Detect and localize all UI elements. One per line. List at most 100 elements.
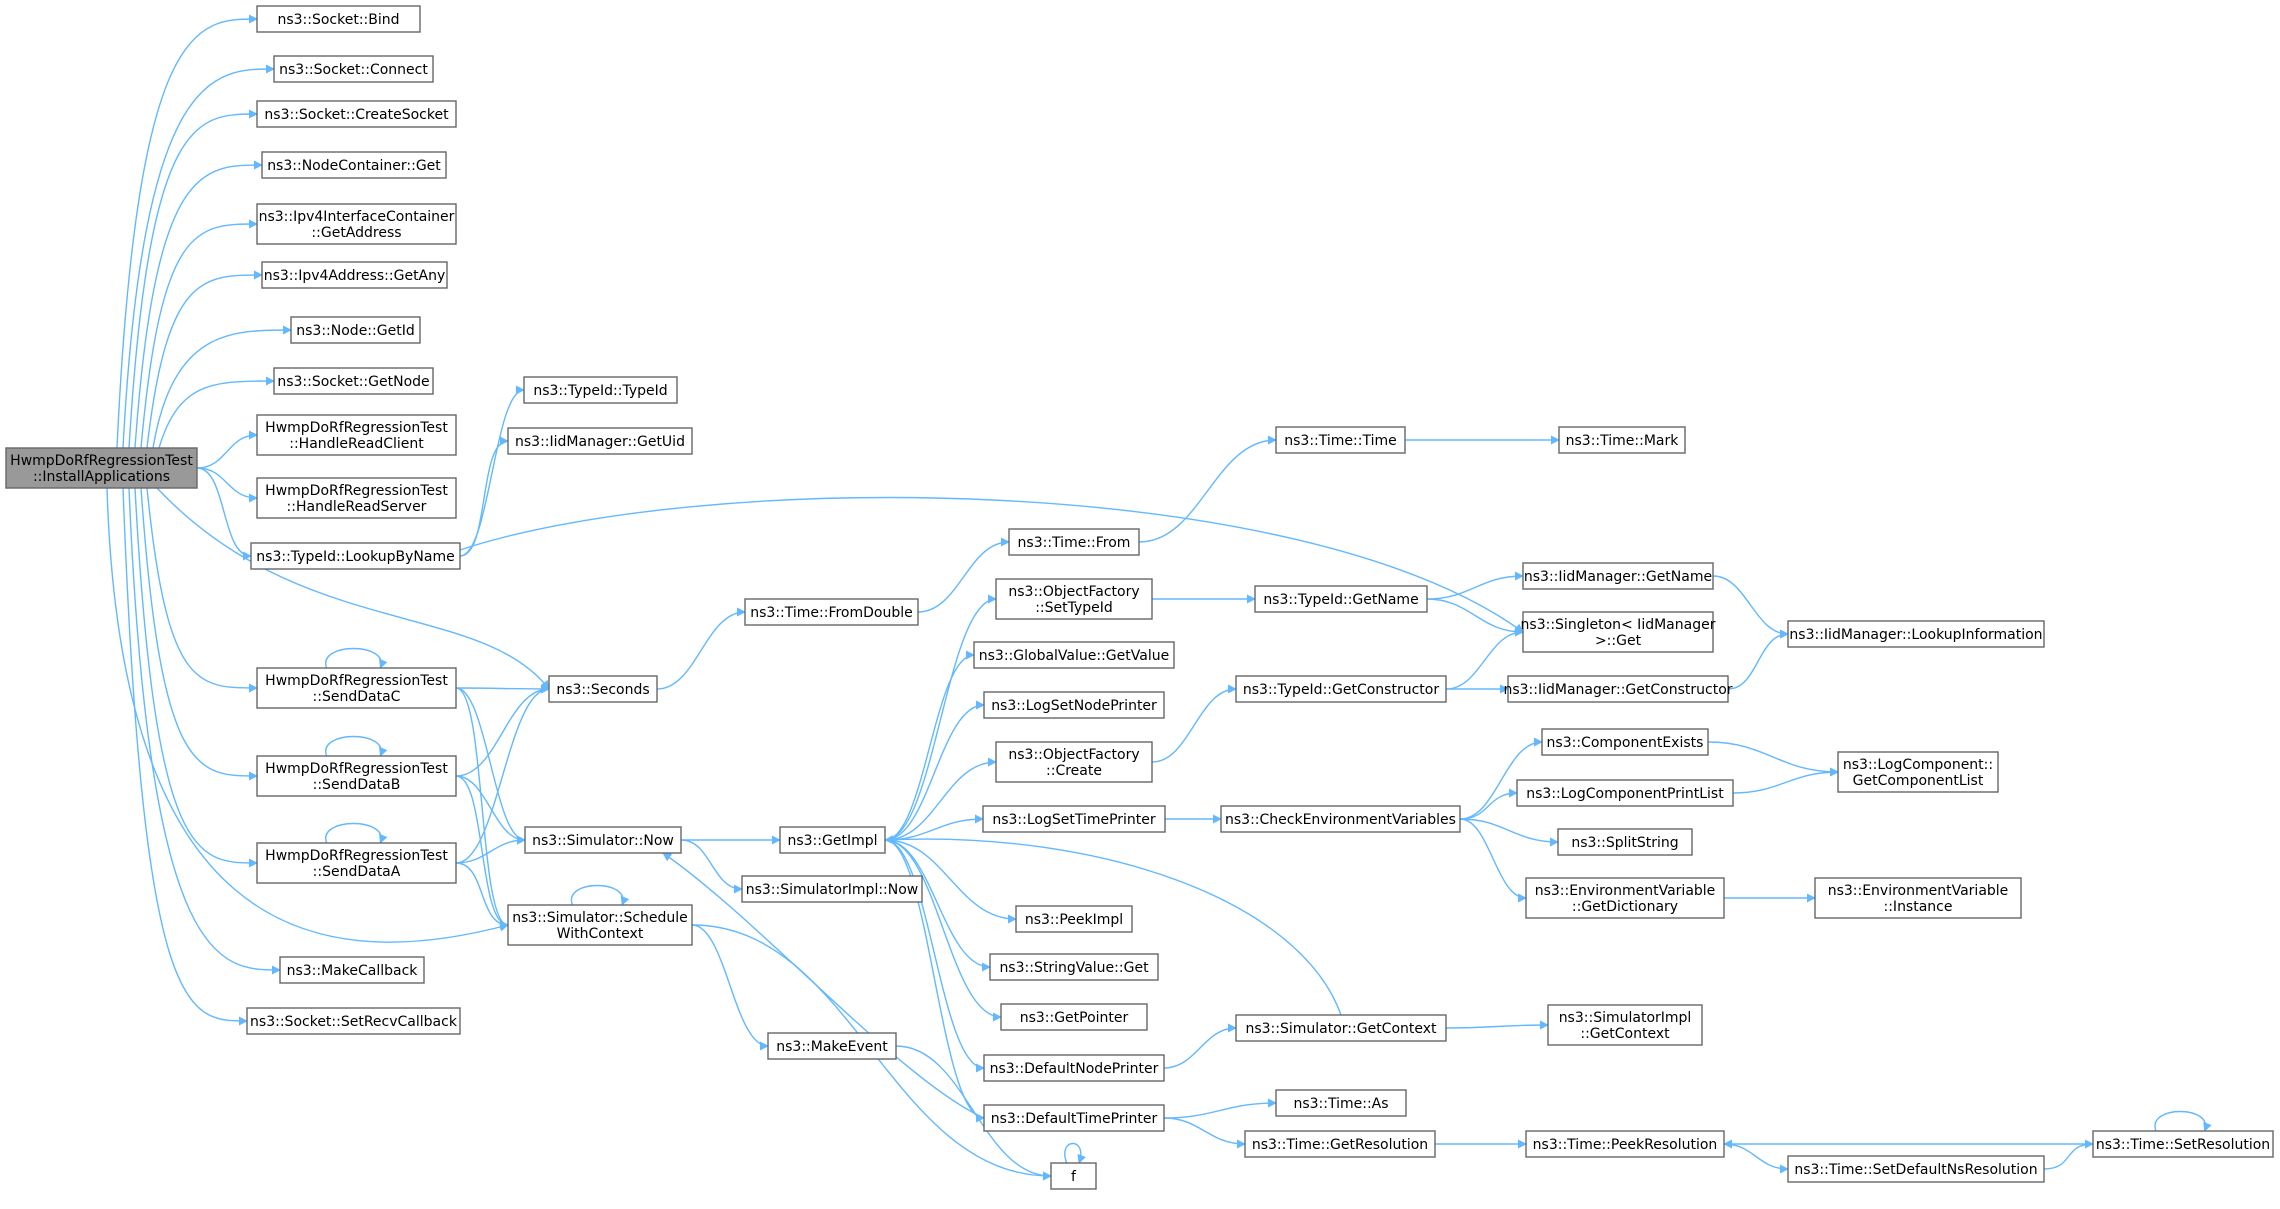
node-senddatac[interactable]: HwmpDoRfRegressionTest::SendDataC xyxy=(256,667,457,709)
edge-defaulttimeprinter-timegetres xyxy=(1163,1117,1246,1149)
node-fromdouble[interactable]: ns3::Time::FromDouble xyxy=(744,598,919,626)
edge-root-senddatab xyxy=(140,487,258,781)
node-typeidgetname[interactable]: ns3::TypeId::GetName xyxy=(1254,585,1428,613)
node-lookupbyname[interactable]: ns3::TypeId::LookupByName xyxy=(250,542,461,570)
node-checkenv[interactable]: ns3::CheckEnvironmentVariables xyxy=(1220,805,1461,833)
node-singletonget[interactable]: ns3::Singleton< IidManager>::Get xyxy=(1521,611,1716,653)
node-getpointer[interactable]: ns3::GetPointer xyxy=(1000,1003,1148,1031)
edge-getimpl-peekimpl xyxy=(884,839,1017,924)
edge-getimpl-settypeid xyxy=(884,594,997,841)
node-logcompgetlist[interactable]: ns3::LogComponent::GetComponentList xyxy=(1837,751,1999,793)
node-setdefaultnsres[interactable]: ns3::Time::SetDefaultNsResolution xyxy=(1787,1155,2045,1183)
node-createsocket[interactable]: ns3::Socket::CreateSocket xyxy=(256,100,457,128)
node-makeevent[interactable]: ns3::MakeEvent xyxy=(767,1032,897,1060)
node-nodecontainer-get[interactable]: ns3::NodeContainer::Get xyxy=(261,151,447,179)
node-timetime[interactable]: ns3::Time::Time xyxy=(1275,426,1406,454)
node-timegetres[interactable]: ns3::Time::GetResolution xyxy=(1244,1130,1436,1158)
node-label: ns3::Singleton< IidManager xyxy=(1521,617,1716,633)
node-label: f xyxy=(1071,1169,1077,1185)
node-typeid-typeid[interactable]: ns3::TypeId::TypeId xyxy=(523,376,678,404)
edge-root-setrecvcallback xyxy=(122,487,248,1026)
node-label: ns3::Simulator::Now xyxy=(532,833,674,849)
node-peekimpl[interactable]: ns3::PeekImpl xyxy=(1015,905,1133,933)
edge-root-getid xyxy=(152,325,292,449)
node-seconds[interactable]: ns3::Seconds xyxy=(548,675,658,703)
node-bind[interactable]: ns3::Socket::Bind xyxy=(256,5,421,33)
edge-senddataa-self xyxy=(325,822,388,844)
node-senddataa[interactable]: HwmpDoRfRegressionTest::SendDataA xyxy=(256,842,457,884)
edge-typeidgetctor-singletonget xyxy=(1445,627,1524,690)
node-simgetcontext[interactable]: ns3::Simulator::GetContext xyxy=(1235,1014,1447,1042)
node-getimpl[interactable]: ns3::GetImpl xyxy=(779,826,886,854)
node-label: ns3::Time::GetResolution xyxy=(1252,1137,1428,1153)
node-label: ns3::TypeId::LookupByName xyxy=(256,549,454,565)
node-timemark[interactable]: ns3::Time::Mark xyxy=(1558,426,1686,454)
node-label: ns3::SimulatorImpl xyxy=(1559,1010,1692,1026)
node-defaulttimeprinter[interactable]: ns3::DefaultTimePrinter xyxy=(983,1104,1165,1132)
node-label: ns3::Socket::GetNode xyxy=(277,374,429,390)
node-label: ns3::ComponentExists xyxy=(1547,735,1704,751)
node-getuid[interactable]: ns3::IidManager::GetUid xyxy=(507,427,693,455)
edge-defaulttimeprinter-timeas xyxy=(1163,1098,1277,1119)
node-getany[interactable]: ns3::Ipv4Address::GetAny xyxy=(261,261,448,289)
node-envgetdict[interactable]: ns3::EnvironmentVariable::GetDictionary xyxy=(1525,877,1725,919)
node-label: ns3::Socket::CreateSocket xyxy=(264,107,449,123)
node-label: ns3::LogComponent:: xyxy=(1843,757,1993,773)
node-setrecvcallback[interactable]: ns3::Socket::SetRecvCallback xyxy=(246,1007,461,1035)
node-label: ::SendDataB xyxy=(313,777,401,793)
node-simnow[interactable]: ns3::Simulator::Now xyxy=(524,826,682,854)
node-label: ns3::Time::Mark xyxy=(1566,433,1680,449)
node-simimplnow[interactable]: ns3::SimulatorImpl::Now xyxy=(741,875,923,903)
node-connect[interactable]: ns3::Socket::Connect xyxy=(273,55,434,83)
node-label: ns3::GlobalValue::GetValue xyxy=(979,648,1169,664)
node-handlereadserver[interactable]: HwmpDoRfRegressionTest::HandleReadServer xyxy=(256,477,457,519)
edge-makeevent-f xyxy=(895,1045,1052,1181)
node-defaultnodeprinter[interactable]: ns3::DefaultNodePrinter xyxy=(983,1054,1165,1082)
node-label: ns3::Time::SetResolution xyxy=(2096,1137,2270,1153)
node-ofcreate[interactable]: ns3::ObjectFactory::Create xyxy=(995,741,1153,783)
node-logsettimeprinter[interactable]: ns3::LogSetTimePrinter xyxy=(982,805,1166,833)
node-label: ns3::Seconds xyxy=(556,682,649,698)
node-logcompprintlist[interactable]: ns3::LogComponentPrintList xyxy=(1516,779,1734,807)
node-globalvalue[interactable]: ns3::GlobalValue::GetValue xyxy=(973,641,1175,669)
edge-timepeekres-setdefaultnsres xyxy=(1723,1143,1789,1174)
node-label: ns3::TypeId::GetName xyxy=(1263,592,1418,608)
node-timepeekres[interactable]: ns3::Time::PeekResolution xyxy=(1525,1130,1725,1158)
node-splitstring[interactable]: ns3::SplitString xyxy=(1557,828,1693,856)
node-label: ns3::EnvironmentVariable xyxy=(1828,883,2009,899)
call-edges xyxy=(106,14,2212,1181)
edge-senddatac-schedule xyxy=(455,687,509,930)
node-label: ns3::GetPointer xyxy=(1020,1010,1129,1026)
node-label: ns3::Socket::Connect xyxy=(279,62,428,78)
node-makecallback[interactable]: ns3::MakeCallback xyxy=(279,956,425,984)
node-label: ns3::Time::As xyxy=(1293,1096,1388,1112)
node-timefrom[interactable]: ns3::Time::From xyxy=(1008,528,1140,556)
node-simimplgetcontext[interactable]: ns3::SimulatorImpl::GetContext xyxy=(1547,1004,1703,1046)
node-componentexists[interactable]: ns3::ComponentExists xyxy=(1541,728,1709,756)
node-handlereadclient[interactable]: HwmpDoRfRegressionTest::HandleReadClient xyxy=(256,414,457,456)
node-label: ::GetDictionary xyxy=(1572,899,1678,915)
node-timeas[interactable]: ns3::Time::As xyxy=(1275,1089,1407,1117)
node-lookupinfo[interactable]: ns3::IidManager::LookupInformation xyxy=(1787,620,2045,648)
node-timesetres[interactable]: ns3::Time::SetResolution xyxy=(2092,1130,2274,1158)
node-iidgetname[interactable]: ns3::IidManager::GetName xyxy=(1522,562,1714,590)
node-label: ns3::SimulatorImpl::Now xyxy=(746,882,919,898)
node-f[interactable]: f xyxy=(1050,1162,1097,1190)
node-root[interactable]: HwmpDoRfRegressionTest::InstallApplicati… xyxy=(5,447,198,489)
node-settypeid[interactable]: ns3::ObjectFactory::SetTypeId xyxy=(995,578,1153,620)
node-typeidgetctor[interactable]: ns3::TypeId::GetConstructor xyxy=(1235,675,1447,703)
node-senddatab[interactable]: HwmpDoRfRegressionTest::SendDataB xyxy=(256,755,457,797)
node-logsetnodeprinter[interactable]: ns3::LogSetNodePrinter xyxy=(983,691,1165,719)
node-getid[interactable]: ns3::Node::GetId xyxy=(290,316,421,344)
node-getaddress[interactable]: ns3::Ipv4InterfaceContainer::GetAddress xyxy=(256,203,457,245)
node-iidgetctor[interactable]: ns3::IidManager::GetConstructor xyxy=(1503,675,1733,703)
edge-checkenv-envgetdict xyxy=(1459,818,1527,903)
node-envinstance[interactable]: ns3::EnvironmentVariable::Instance xyxy=(1814,877,2022,919)
node-stringvalueget[interactable]: ns3::StringValue::Get xyxy=(989,953,1159,981)
edge-simgetcontext-simimplgetcontext xyxy=(1445,1020,1549,1030)
node-label: ::Create xyxy=(1046,763,1102,779)
node-label: ns3::IidManager::GetConstructor xyxy=(1503,682,1732,698)
node-getnode[interactable]: ns3::Socket::GetNode xyxy=(273,367,434,395)
